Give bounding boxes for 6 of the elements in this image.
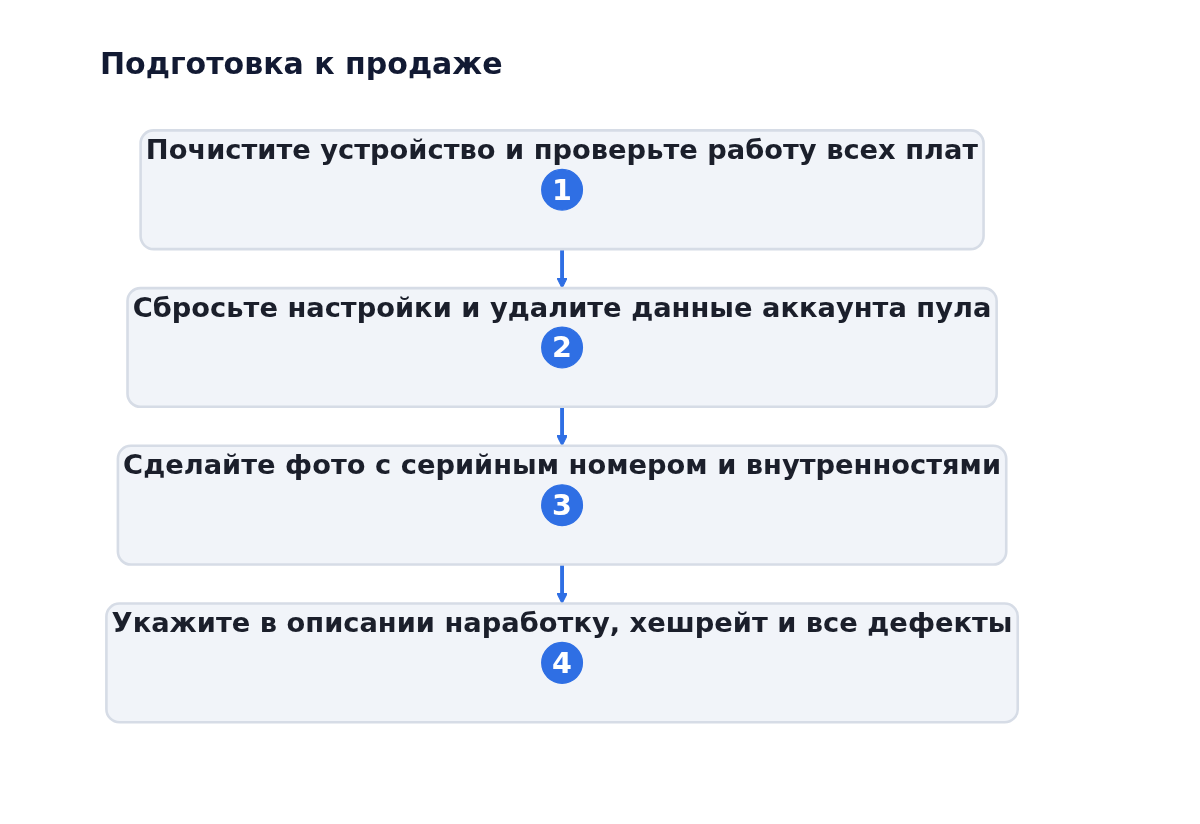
- diagram-title: Подготовка к продаже: [100, 46, 503, 81]
- arrow: [556, 249, 568, 289]
- node-circle: 1: [541, 168, 584, 211]
- node-circle: 4: [541, 641, 584, 684]
- node-circle: 3: [541, 484, 584, 527]
- node-circle: 2: [541, 326, 584, 369]
